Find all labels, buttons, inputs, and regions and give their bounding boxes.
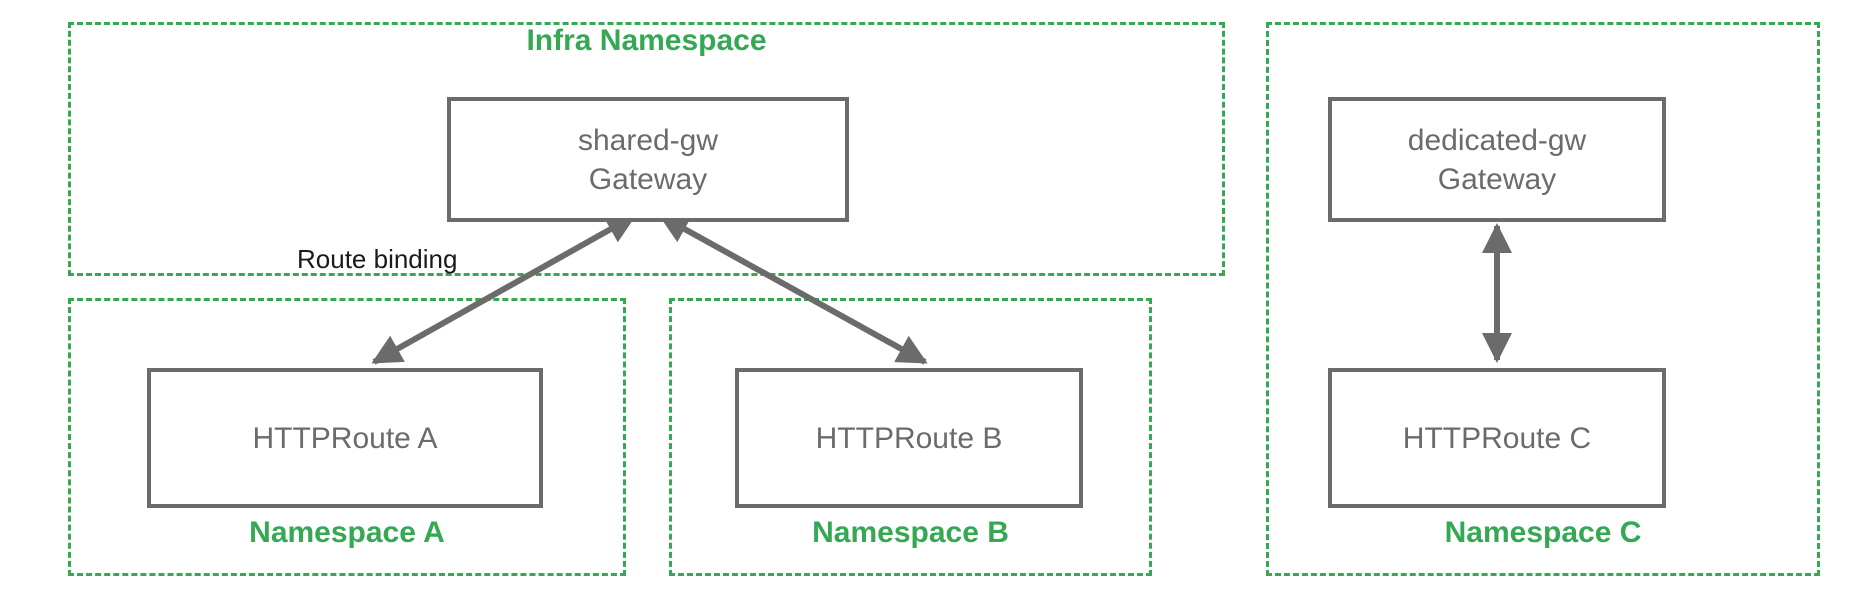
node-httproute-b-name: HTTPRoute B	[815, 421, 1003, 455]
namespace-infra-label: Infra Namespace	[526, 24, 767, 57]
node-dedicated-gw[interactable]: dedicated-gw Gateway	[1328, 97, 1666, 222]
node-httproute-b[interactable]: HTTPRoute B	[735, 368, 1083, 508]
namespace-c-label: Namespace C	[1444, 516, 1642, 549]
node-httproute-a-name: HTTPRoute A	[252, 421, 438, 455]
node-httproute-a[interactable]: HTTPRoute A	[147, 368, 543, 508]
node-shared-gw[interactable]: shared-gw Gateway	[447, 97, 849, 222]
namespace-a-box	[68, 298, 626, 576]
namespace-c-box	[1266, 22, 1820, 576]
node-dedicated-gw-name: dedicated-gw	[1407, 123, 1587, 157]
node-shared-gw-name: shared-gw	[577, 123, 719, 157]
node-httproute-c-name: HTTPRoute C	[1402, 421, 1592, 455]
node-dedicated-gw-kind: Gateway	[1437, 162, 1557, 196]
node-httproute-c[interactable]: HTTPRoute C	[1328, 368, 1666, 508]
edge-label-route-binding: Route binding	[297, 244, 458, 274]
node-shared-gw-kind: Gateway	[588, 162, 708, 196]
namespace-infra-box	[68, 22, 1225, 276]
namespace-a-label: Namespace A	[249, 516, 445, 549]
namespace-b-label: Namespace B	[812, 516, 1009, 549]
